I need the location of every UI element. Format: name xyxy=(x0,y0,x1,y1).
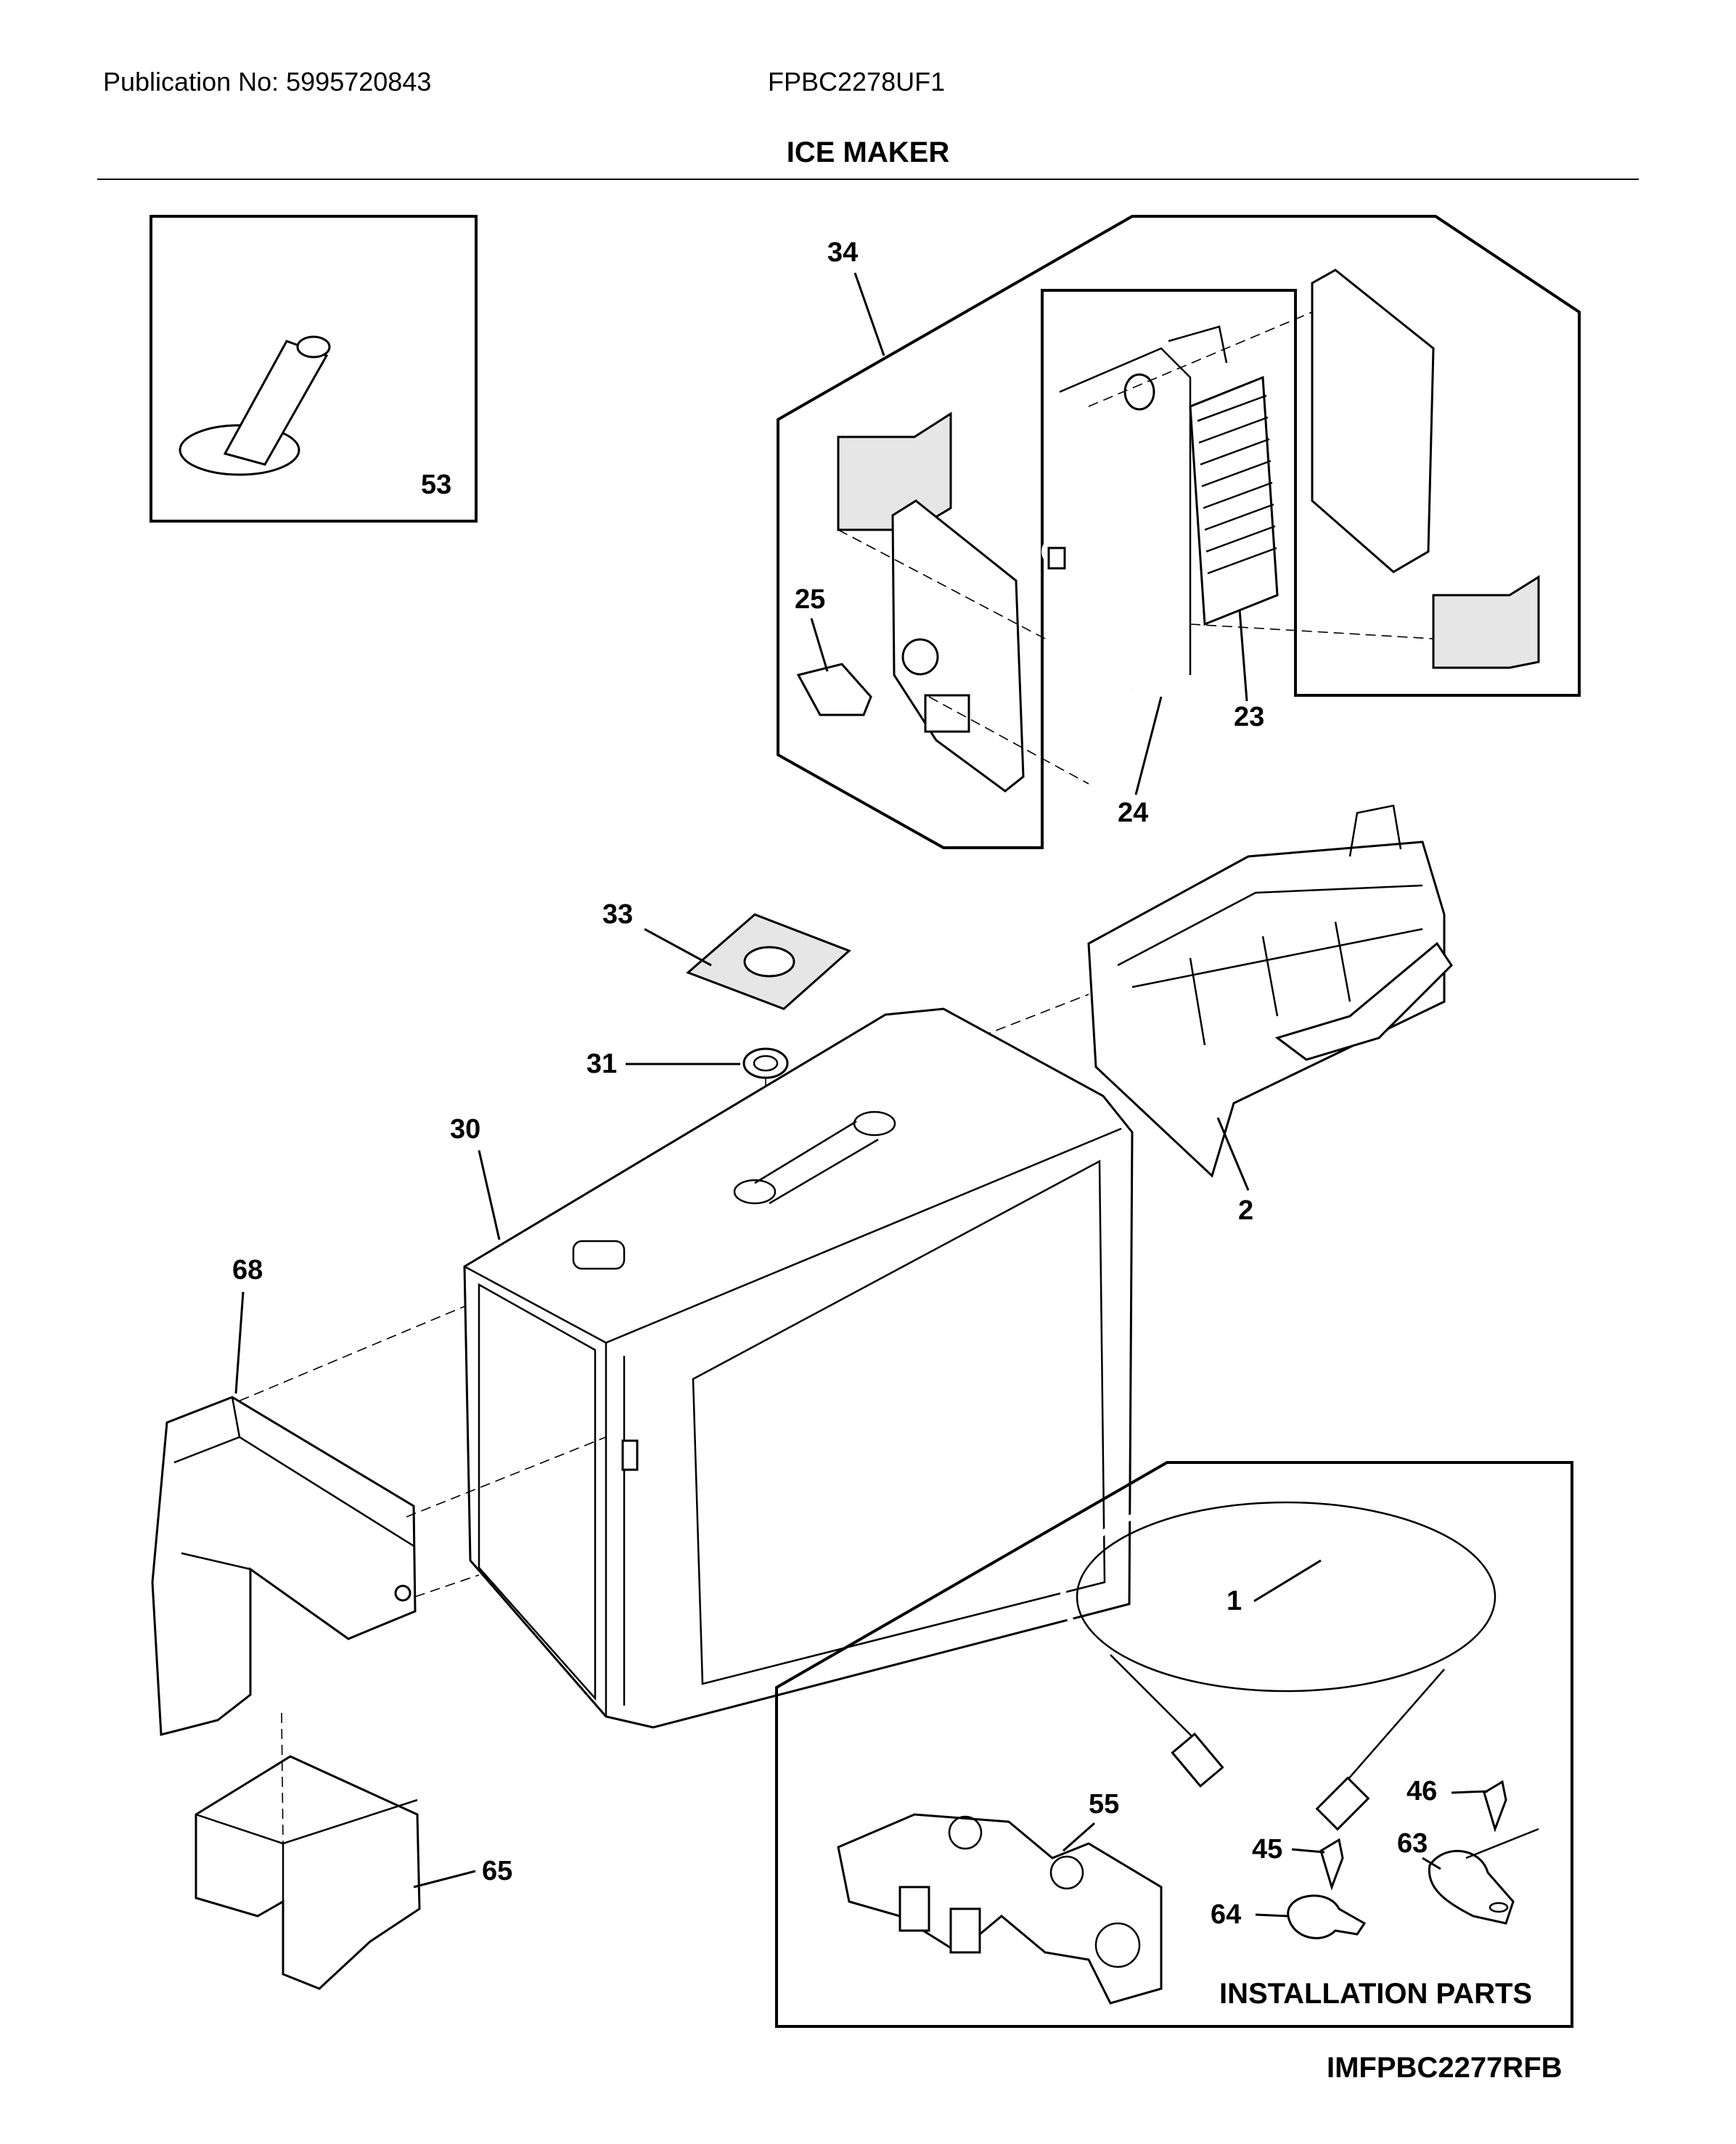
housing-outline xyxy=(463,1007,1134,1729)
front-cover-shape xyxy=(151,1396,417,1736)
callout-25: 25 xyxy=(795,584,825,615)
installation-parts-group: 1 55 45 46 64 63 INSTALLATION PARTS xyxy=(775,1461,1573,2028)
diagram-code: IMFPBC2277RFB xyxy=(1327,2052,1563,2084)
callout-46: 46 xyxy=(1407,1776,1437,1807)
callout-65: 65 xyxy=(482,1856,512,1886)
part-46-screw xyxy=(1483,1780,1507,1833)
evaporator-assembly-outline xyxy=(777,215,1581,849)
part-53-box xyxy=(150,215,478,523)
fitting-elbow xyxy=(223,340,329,466)
callout-63: 63 xyxy=(1397,1828,1428,1859)
ice-maker-body xyxy=(1087,840,1446,1178)
callout-53: 53 xyxy=(421,470,451,500)
callout-1: 1 xyxy=(1227,1586,1242,1616)
installation-parts-box xyxy=(775,1461,1573,2028)
callout-24: 24 xyxy=(1118,798,1148,828)
part-45-screw xyxy=(1319,1838,1344,1891)
callout-55: 55 xyxy=(1089,1789,1119,1820)
model-number: FPBC2278UF1 xyxy=(768,67,946,97)
page-title: ICE MAKER xyxy=(786,136,950,168)
chute-shape xyxy=(195,1755,421,1990)
callout-68: 68 xyxy=(232,1255,263,1285)
publication-number: Publication No: 5995720843 xyxy=(103,67,432,97)
callout-30: 30 xyxy=(450,1114,480,1145)
callout-31: 31 xyxy=(586,1049,617,1079)
part-53-group: 53 xyxy=(150,215,478,523)
right-cover-panel xyxy=(1311,269,1435,573)
callout-34: 34 xyxy=(827,237,858,268)
callout-64: 64 xyxy=(1211,1899,1241,1930)
part-34-group: 34 25 23 24 xyxy=(777,215,1581,849)
part-33-31-group: 33 31 xyxy=(586,899,851,1183)
callout-23: 23 xyxy=(1234,702,1264,732)
part-25-clip xyxy=(796,663,872,716)
part-65-chute: 65 xyxy=(195,1712,512,1990)
callout-33: 33 xyxy=(602,899,633,930)
water-valve-body xyxy=(837,1813,1163,2005)
part-31-grommet xyxy=(742,1047,789,1079)
installation-parts-label: INSTALLATION PARTS xyxy=(1219,1978,1532,2010)
callout-2: 2 xyxy=(1238,1195,1253,1226)
part-64-clamp xyxy=(1287,1894,1367,1939)
header-rule xyxy=(97,179,1639,180)
part-68-front-cover: 68 xyxy=(151,1255,607,1736)
callout-45: 45 xyxy=(1252,1834,1282,1865)
heat-exchanger-fins xyxy=(1168,325,1279,626)
part-30-housing: 30 xyxy=(450,1007,1134,1729)
